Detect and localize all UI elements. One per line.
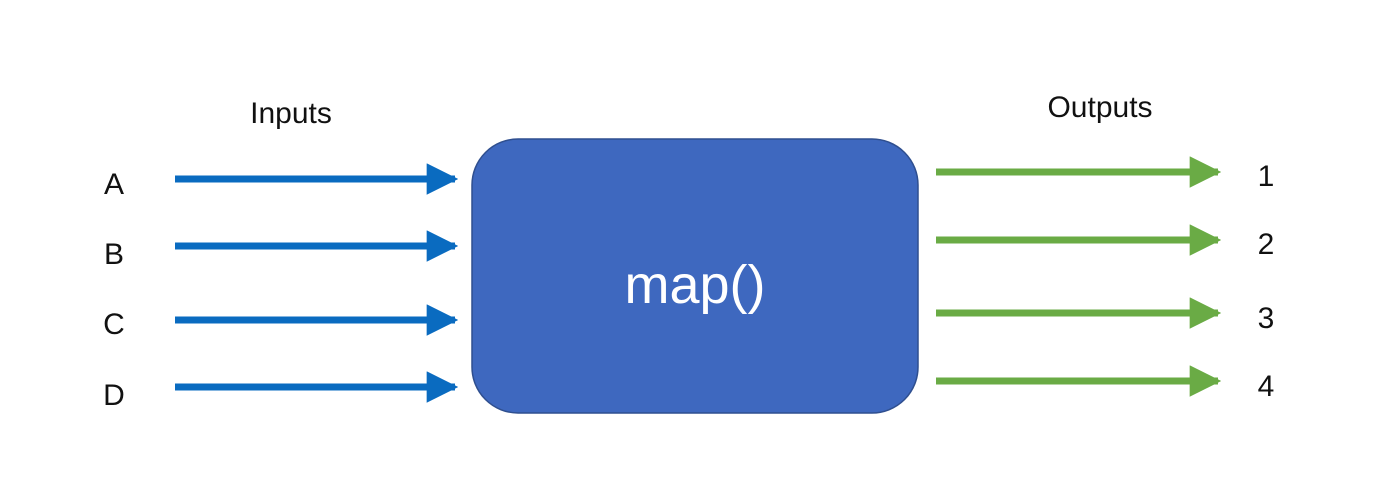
outputs-heading: Outputs (1047, 91, 1152, 124)
input-label-a: A (104, 168, 124, 201)
map-function-box (471, 138, 919, 414)
input-label-d: D (103, 379, 125, 412)
input-label-c: C (103, 308, 125, 341)
output-label-2: 2 (1258, 228, 1275, 261)
inputs-heading: Inputs (250, 97, 332, 130)
map-function-label: map() (624, 255, 765, 315)
output-label-1: 1 (1258, 160, 1275, 193)
output-label-4: 4 (1258, 370, 1275, 403)
output-label-3: 3 (1258, 302, 1275, 335)
input-label-b: B (104, 238, 124, 271)
